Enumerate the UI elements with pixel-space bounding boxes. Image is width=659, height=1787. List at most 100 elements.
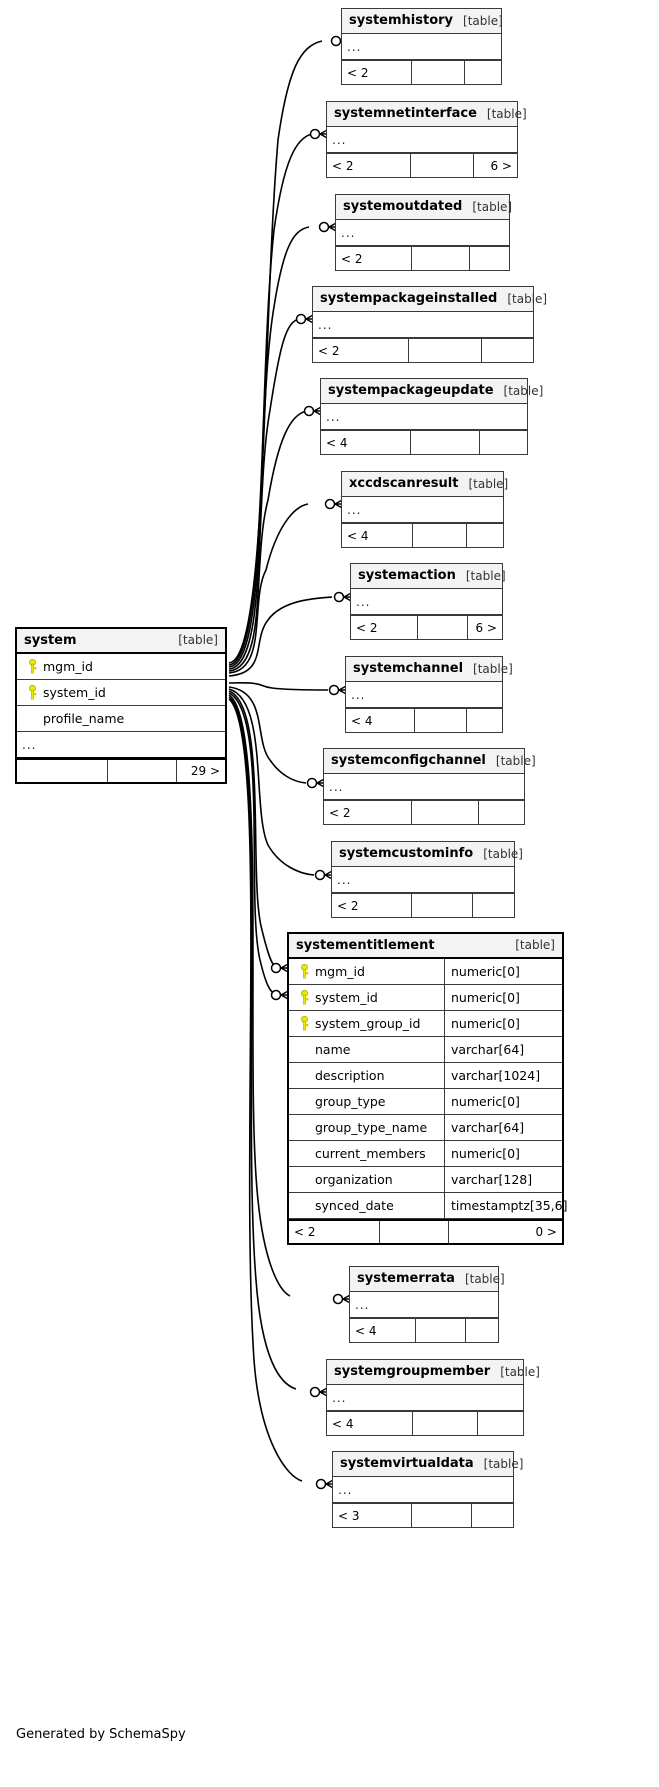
column-type: numeric[0] bbox=[444, 959, 562, 984]
column-name-cell: system_group_id bbox=[289, 1016, 444, 1031]
column-type: numeric[0] bbox=[444, 985, 562, 1010]
footer-incoming-count: < 2 bbox=[318, 343, 340, 358]
footer-middle bbox=[379, 1221, 448, 1243]
table-row[interactable]: mgm_id bbox=[17, 654, 225, 680]
footer-incoming-count: < 4 bbox=[326, 435, 348, 450]
table-systemvirtualdata[interactable]: systemvirtualdata[table]...< 3 bbox=[332, 1451, 523, 1528]
table-row[interactable]: group_type_name varchar[64] bbox=[289, 1115, 562, 1141]
table-systemconfigchannel[interactable]: systemconfigchannel[table]...< 2 bbox=[323, 748, 536, 825]
table-header[interactable]: systemaction[table] bbox=[351, 564, 506, 589]
table-xccdscanresult[interactable]: xccdscanresult[table]... < 4 bbox=[341, 471, 508, 548]
table-systemchannel[interactable]: systemchannel [table]...< 4 bbox=[345, 656, 513, 733]
table-systemoutdated[interactable]: systemoutdated[table]...< 2 bbox=[335, 194, 513, 271]
table-systemgroupmember[interactable]: systemgroupmember[table]...< 4 bbox=[326, 1359, 540, 1436]
column-name-cell: system_id bbox=[17, 685, 225, 700]
table-type-tag: [table] bbox=[473, 661, 513, 676]
footer-outgoing-count: 6 > bbox=[473, 154, 517, 177]
column-name-cell: group_type_name bbox=[289, 1120, 444, 1135]
table-type-tag: [table] bbox=[464, 1271, 505, 1286]
table-footer: < 2 bbox=[342, 60, 501, 84]
table-systemcustominfo[interactable]: systemcustominfo[table]...< 2 bbox=[331, 841, 523, 918]
column-name-cell: synced_date bbox=[289, 1198, 444, 1213]
table-header[interactable]: systemgroupmember[table] bbox=[327, 1360, 540, 1385]
footer-outgoing-count bbox=[477, 1412, 523, 1435]
table-type-tag: [table] bbox=[472, 199, 513, 214]
column-name: mgm_id bbox=[43, 659, 93, 674]
table-name: systemoutdated bbox=[343, 199, 463, 214]
column-name: description bbox=[315, 1068, 385, 1083]
column-name: group_type_name bbox=[315, 1120, 428, 1135]
table-name: system bbox=[24, 632, 77, 648]
table-row[interactable]: system_id bbox=[17, 680, 225, 706]
table-header[interactable]: systemerrata[table] bbox=[350, 1267, 505, 1292]
table-footer: < 4 bbox=[346, 708, 502, 732]
table-systemerrata[interactable]: systemerrata[table]...< 4 bbox=[349, 1266, 505, 1343]
column-type: numeric[0] bbox=[444, 1089, 562, 1114]
table-system[interactable]: system[table] mgm_id system_id profile_name… bbox=[15, 627, 227, 784]
table-header[interactable]: systemvirtualdata[table] bbox=[333, 1452, 523, 1477]
table-header[interactable]: systempackageinstalled[table] bbox=[313, 287, 547, 312]
more-columns-ellipsis: ... bbox=[321, 404, 527, 430]
footer-middle bbox=[411, 61, 464, 84]
primary-key-icon bbox=[297, 964, 311, 979]
table-name: systempackageinstalled bbox=[320, 291, 498, 306]
table-name: systemconfigchannel bbox=[331, 753, 486, 768]
table-footer: < 4 bbox=[327, 1411, 523, 1435]
table-footer: < 2 6 > bbox=[327, 153, 517, 177]
table-header[interactable]: systemnetinterface[table] bbox=[327, 102, 527, 127]
more-columns-ellipsis: ... bbox=[342, 497, 503, 523]
column-type: varchar[64] bbox=[444, 1037, 562, 1062]
footer-outgoing-count bbox=[481, 339, 533, 362]
table-header[interactable]: systempackageupdate[table] bbox=[321, 379, 543, 404]
table-row[interactable]: profile_name bbox=[17, 706, 225, 732]
table-systemhistory[interactable]: systemhistory[table]...< 2 bbox=[341, 8, 503, 85]
footer-outgoing-count bbox=[469, 247, 509, 270]
column-name: synced_date bbox=[315, 1198, 394, 1213]
column-name: system_id bbox=[43, 685, 106, 700]
more-columns-ellipsis: ... bbox=[346, 682, 502, 708]
primary-key-icon bbox=[297, 1016, 311, 1031]
more-columns-ellipsis: ... bbox=[342, 34, 501, 60]
table-systempackageupdate[interactable]: systempackageupdate[table]... < 4 bbox=[320, 378, 543, 455]
footer-outgoing-count bbox=[478, 801, 524, 824]
column-name-cell: current_members bbox=[289, 1146, 444, 1161]
table-header[interactable]: systemconfigchannel[table] bbox=[324, 749, 536, 774]
table-type-tag: [table] bbox=[465, 568, 506, 583]
table-header[interactable]: xccdscanresult[table] bbox=[342, 472, 508, 497]
footer-middle bbox=[417, 616, 467, 639]
table-footer: < 4 bbox=[342, 523, 503, 547]
table-name: systemchannel bbox=[353, 661, 464, 676]
footer-incoming-count: < 2 bbox=[332, 158, 354, 173]
table-header[interactable]: systemhistory[table] bbox=[342, 9, 503, 34]
diagram-caption: Generated by SchemaSpy bbox=[16, 1727, 186, 1742]
table-header[interactable]: systemcustominfo[table] bbox=[332, 842, 523, 867]
table-header[interactable]: system[table] bbox=[17, 629, 225, 654]
table-row[interactable]: description varchar[1024] bbox=[289, 1063, 562, 1089]
table-header[interactable]: systementitlement[table] bbox=[289, 934, 562, 959]
table-systempackageinstalled[interactable]: systempackageinstalled[table]...< 2 bbox=[312, 286, 547, 363]
footer-middle bbox=[411, 801, 478, 824]
footer-incoming-count: < 2 bbox=[329, 805, 351, 820]
table-header[interactable]: systemchannel [table] bbox=[346, 657, 513, 682]
column-type: varchar[64] bbox=[444, 1115, 562, 1140]
table-header[interactable]: systemoutdated [table] bbox=[336, 195, 513, 220]
column-type: varchar[1024] bbox=[444, 1063, 562, 1088]
table-type-tag: [table] bbox=[483, 846, 523, 861]
footer-incoming-count: < 2 bbox=[337, 898, 359, 913]
footer-incoming-count: < 4 bbox=[347, 528, 369, 543]
table-type-tag: [table] bbox=[486, 106, 527, 121]
column-name-cell: mgm_id bbox=[289, 964, 444, 979]
